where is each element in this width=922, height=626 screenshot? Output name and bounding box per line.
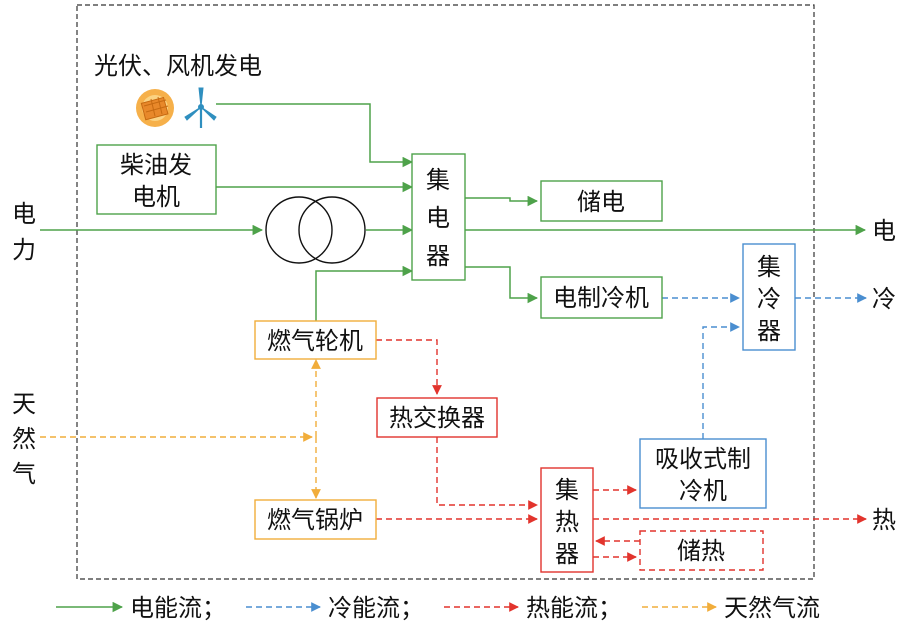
absorption-chiller-box xyxy=(639,438,767,509)
heat-storage-label: 储热 xyxy=(677,537,725,565)
flow-bus-to-storage xyxy=(465,195,539,207)
absorption-label-2: 冷机 xyxy=(679,477,727,505)
cold-bus-label-1: 集 xyxy=(757,253,781,281)
heat-bus-box xyxy=(540,467,594,573)
flow-turbine-to-bus xyxy=(315,265,414,321)
output-electric: 电 xyxy=(872,217,896,245)
electric-chiller-label: 电制冷机 xyxy=(553,284,649,312)
electric-storage-box xyxy=(540,180,663,222)
legend-gas-label: 天然气流 xyxy=(724,594,820,622)
heat-bus-label-1: 集 xyxy=(555,476,579,504)
electric-bus-box xyxy=(411,153,466,281)
system-boundary xyxy=(76,4,815,580)
diesel-generator-box xyxy=(96,144,217,215)
cold-bus-label-2: 冷 xyxy=(757,285,781,313)
solar-panel-icon xyxy=(136,89,174,127)
output-heat: 热 xyxy=(872,506,896,534)
heat-flows xyxy=(376,339,867,562)
flow-exchanger-to-heatbus xyxy=(436,437,538,510)
heat-bus-label-2: 热 xyxy=(555,508,579,536)
heat-exchanger-label: 热交换器 xyxy=(389,404,485,432)
cold-bus-label-3: 器 xyxy=(757,317,781,345)
electric-chiller-box xyxy=(540,276,663,319)
flow-pv-to-bus xyxy=(216,103,414,168)
legend: 电能流； 冷能流； 热能流； 天然气流 xyxy=(56,594,820,622)
gas-turbine-label: 燃气轮机 xyxy=(267,327,363,355)
electric-bus-label-1: 集 xyxy=(426,166,450,194)
gas-turbine-box xyxy=(254,320,377,360)
legend-electric-label: 电能流； xyxy=(130,594,226,622)
pv-wind-label: 光伏、风机发电 xyxy=(94,52,262,80)
input-gas-3: 气 xyxy=(12,460,36,488)
electric-flows xyxy=(40,103,867,321)
flow-bus-to-chiller xyxy=(465,266,539,304)
gas-boiler-box xyxy=(254,499,377,540)
gas-flows xyxy=(40,359,321,499)
output-cold: 冷 xyxy=(872,285,896,313)
cold-bus-box xyxy=(742,243,796,351)
electric-bus-label-2: 电 xyxy=(426,204,450,232)
gas-boiler-label: 燃气锅炉 xyxy=(267,506,363,534)
transformer-icon xyxy=(265,196,366,264)
electric-storage-label: 储电 xyxy=(577,188,625,216)
legend-cold-label: 冷能流； xyxy=(328,594,424,622)
input-power-1: 电 xyxy=(12,200,36,228)
input-power-2: 力 xyxy=(12,236,36,264)
absorption-label-1: 吸收式制 xyxy=(655,445,751,473)
diesel-label-1: 柴油发 xyxy=(120,151,192,179)
flow-turbine-to-exchanger xyxy=(376,339,442,395)
cold-flows xyxy=(662,293,867,439)
electric-bus-label-3: 器 xyxy=(426,242,450,270)
flow-absorption-to-coldbus xyxy=(702,322,740,439)
heat-exchanger-box xyxy=(376,397,498,438)
input-gas-1: 天 xyxy=(12,390,36,418)
heat-bus-label-3: 器 xyxy=(555,540,579,568)
legend-heat-label: 热能流； xyxy=(526,594,622,622)
diesel-label-2: 电机 xyxy=(132,183,180,211)
input-gas-2: 然 xyxy=(12,425,36,453)
heat-storage-box xyxy=(639,530,764,571)
wind-turbine-icon xyxy=(184,87,217,128)
